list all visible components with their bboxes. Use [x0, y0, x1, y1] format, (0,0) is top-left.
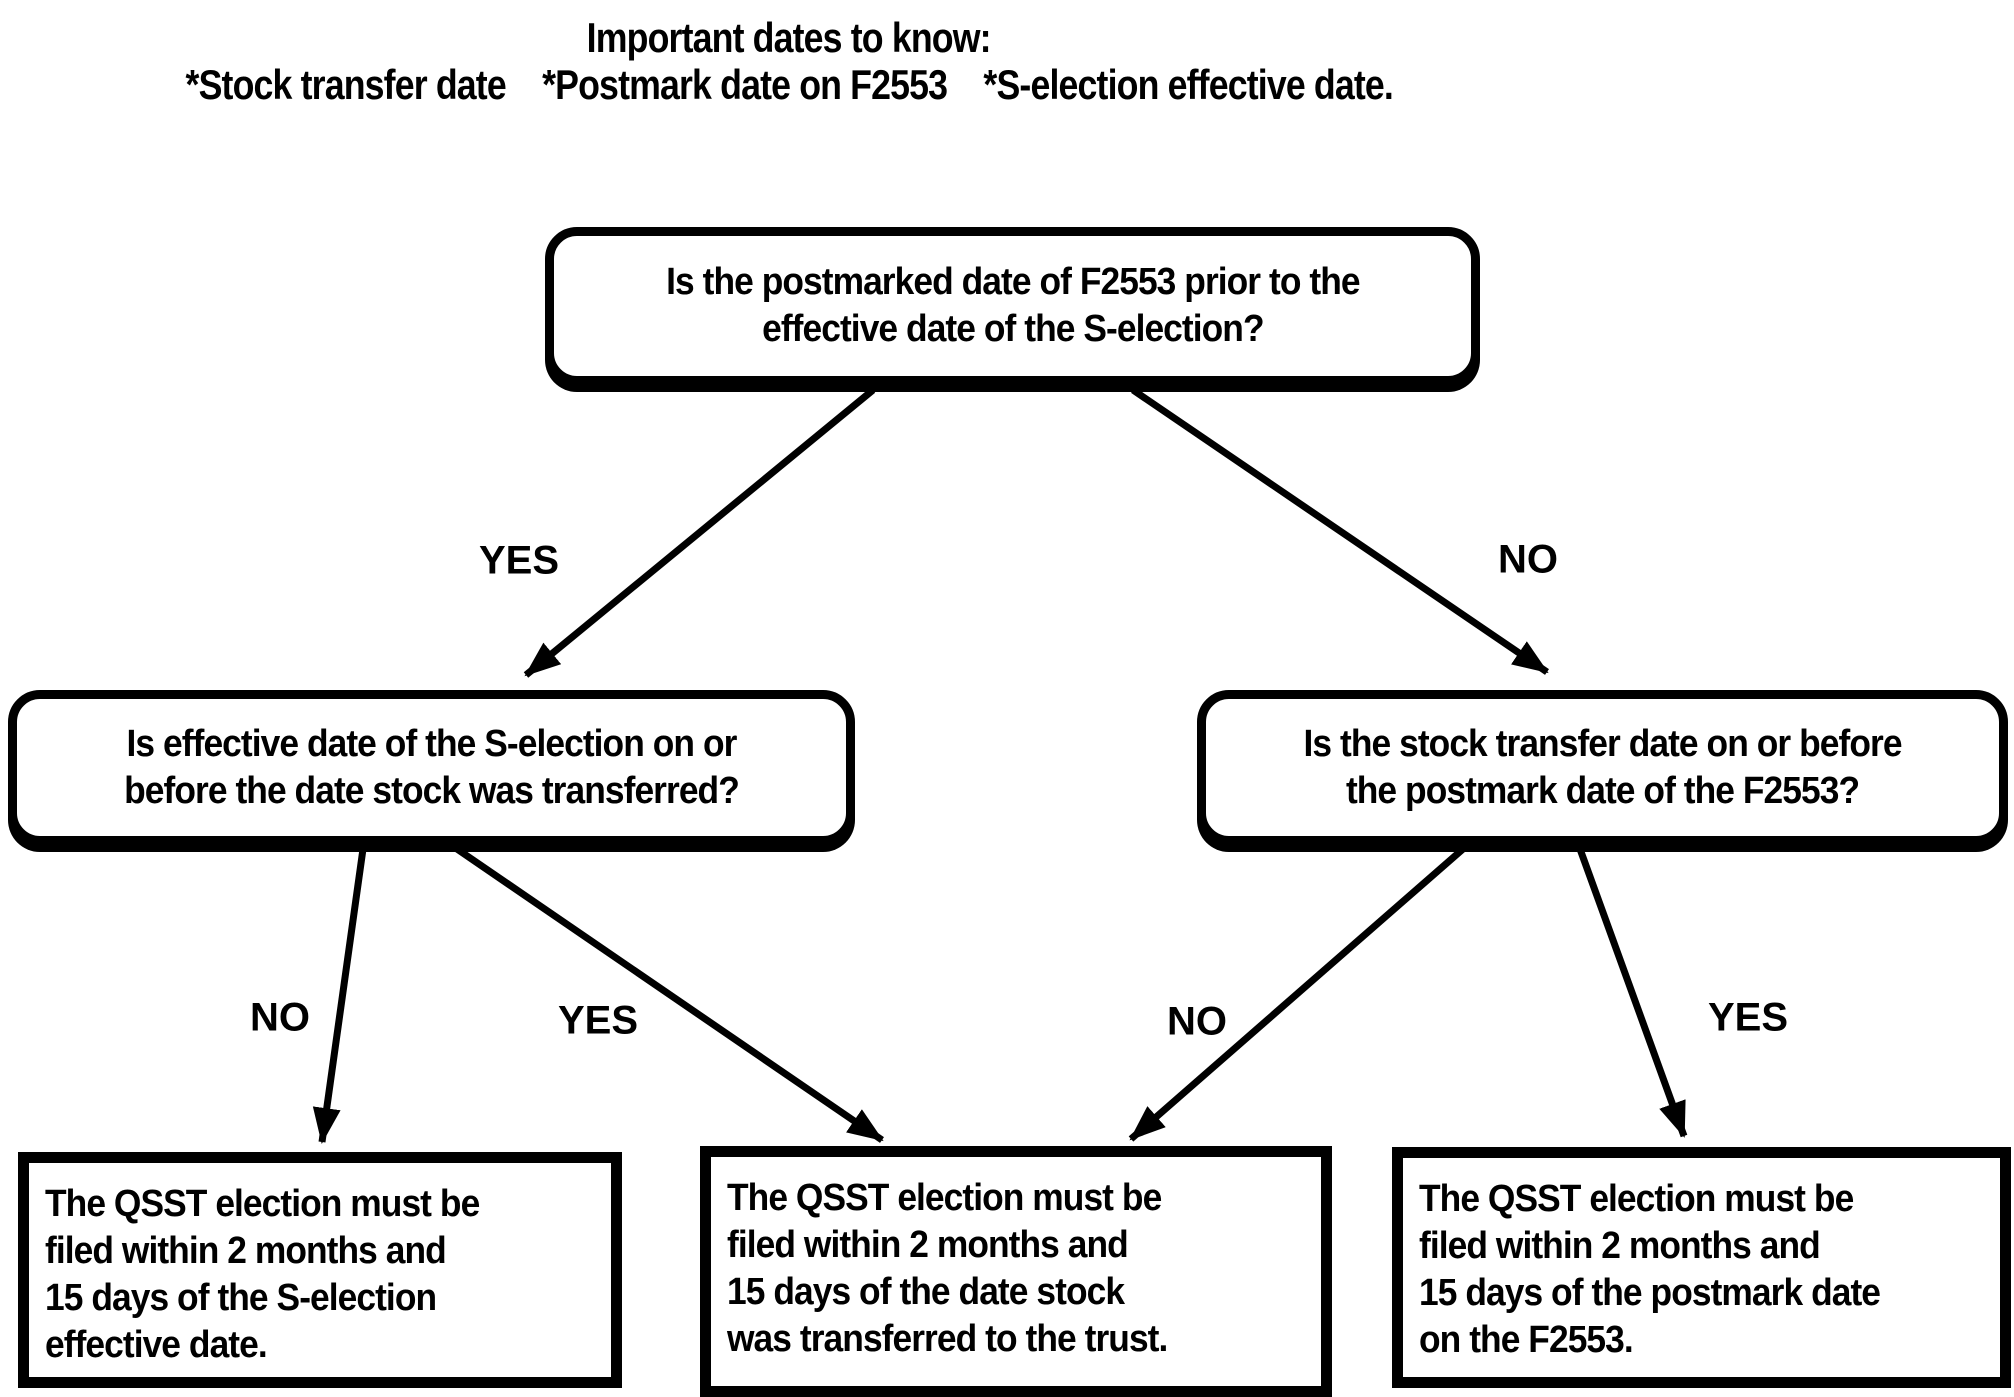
edge-label-root-yes: YES — [478, 538, 560, 583]
question-box-left-text: Is effective date of the S-election on o… — [124, 722, 740, 812]
title-line-1: Important dates to know: — [0, 14, 1578, 61]
edge-label-root-no: NO — [1498, 537, 1558, 582]
edge-root-no-arrow — [1131, 387, 1549, 675]
edge-left-yes-arrow — [455, 846, 884, 1143]
outcome-box-left: The QSST election must be filed within 2… — [18, 1152, 622, 1388]
question-box-right: Is the stock transfer date on or before … — [1197, 690, 2008, 845]
edge-label-left-yes: YES — [557, 998, 639, 1043]
outcome-box-middle-text: The QSST election must be filed within 2… — [727, 1177, 1168, 1360]
question-box-root-text: Is the postmarked date of F2553 prior to… — [665, 261, 1360, 350]
edge-right-yes-arrow — [1576, 847, 1688, 1138]
question-box-root: Is the postmarked date of F2553 prior to… — [545, 227, 1480, 385]
edge-label-right-no: NO — [1167, 999, 1227, 1044]
outcome-box-middle: The QSST election must be filed within 2… — [700, 1146, 1332, 1397]
question-box-left: Is effective date of the S-election on o… — [8, 690, 855, 845]
edge-label-left-no: NO — [250, 995, 310, 1040]
outcome-box-right-text: The QSST election must be filed within 2… — [1419, 1178, 1881, 1361]
edge-label-right-yes: YES — [1707, 995, 1789, 1040]
edge-left-no-arrow — [312, 848, 367, 1144]
edge-root-yes-arrow — [523, 387, 876, 678]
page-title: Important dates to know: *Stock transfer… — [0, 14, 1578, 108]
question-box-right-text: Is the stock transfer date on or before … — [1303, 722, 1902, 812]
outcome-box-right: The QSST election must be filed within 2… — [1392, 1147, 2011, 1388]
title-line-1-text: Important dates to know: — [586, 14, 992, 61]
edge-right-no-arrow — [1128, 846, 1466, 1142]
title-line-2-text: *Stock transfer date *Postmark date on F… — [185, 61, 1393, 108]
title-line-2: *Stock transfer date *Postmark date on F… — [0, 61, 1578, 108]
outcome-box-left-text: The QSST election must be filed within 2… — [45, 1183, 480, 1366]
